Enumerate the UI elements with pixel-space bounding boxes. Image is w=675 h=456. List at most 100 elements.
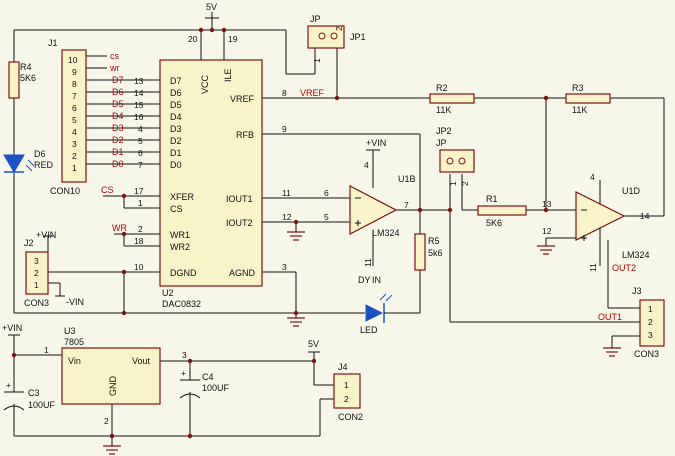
ic-u2-dac0832: U2 DAC0832 20 19 VCC ILE 13 14 15 16 4 5…: [101, 34, 292, 309]
j3-value: CON3: [634, 349, 659, 359]
u2-pin-2: 2: [138, 224, 143, 234]
net-d2: D2: [112, 135, 124, 145]
j1-pin-2: 2: [72, 151, 77, 161]
r3-ref: R3: [572, 83, 584, 93]
vin-u1b-label: +VIN: [366, 138, 386, 148]
net-wr: WR: [112, 223, 127, 233]
j2-ref: J2: [24, 238, 34, 248]
net-d5: D5: [112, 99, 124, 109]
u1d-value: LM324: [622, 250, 650, 260]
net-d0: D0: [112, 159, 124, 169]
u2-name-agnd: AGND: [229, 268, 256, 278]
u2-value: DAC0832: [162, 299, 201, 309]
jp2-pin-2: 2: [460, 181, 470, 186]
c4-value: 100UF: [202, 383, 230, 393]
u2-pin-1: 1: [138, 198, 143, 208]
net-wr-lower: wr: [109, 63, 120, 73]
jp1-pin-1: 1: [312, 58, 322, 63]
r5-ref: R5: [428, 236, 440, 246]
j4-pin-1: 1: [344, 380, 349, 390]
ground-symbols: [103, 231, 621, 455]
u2-name-iout2: IOUT2: [226, 218, 253, 228]
u2-pin-6: 6: [138, 148, 143, 158]
net-vref: VREF: [300, 88, 325, 98]
jp2-pin-1: 1: [448, 181, 458, 186]
jumper-jp1: JP JP1 1 2: [307, 14, 366, 63]
power-labels: 5V +VIN +VIN -VIN +VIN 5V: [2, 2, 386, 353]
j2-pin-1: 1: [34, 280, 39, 290]
vcc-5v-mid-symbol: 5V: [308, 339, 320, 353]
j1-pin-8: 8: [72, 79, 77, 89]
vcc-5v-mid-label: 5V: [308, 339, 319, 349]
u2-name-vref: VREF: [230, 94, 255, 104]
r5-value: 5k6: [428, 248, 443, 258]
u1b-pin-11: 11: [363, 258, 373, 267]
u1b-pin-6: 6: [324, 188, 329, 198]
net-d6: D6: [112, 87, 124, 97]
ground-u3: [103, 445, 121, 455]
u1d-ref: U1D: [622, 186, 641, 196]
u3-pin-2: 2: [104, 416, 109, 426]
jp2-ref: JP2: [436, 126, 452, 136]
u2-pin-5: 5: [138, 136, 143, 146]
u2-name-d6: D6: [170, 88, 182, 98]
led-value: LED: [360, 325, 378, 335]
j1-pin-4: 4: [72, 127, 77, 137]
r2-value: 11K: [436, 105, 451, 115]
u3-value: 7805: [64, 337, 84, 347]
u2-name-d1: D1: [170, 148, 182, 158]
ground-agnd: [287, 317, 305, 327]
connector-j1: J1 CON10 10 9 8 7 6 5 4 3 2 1 cs wr D7 D…: [48, 38, 124, 196]
j4-ref: J4: [338, 362, 348, 372]
u2-name-wr2: WR2: [170, 242, 190, 252]
u1b-value: LM324: [372, 228, 400, 238]
j1-pin-6: 6: [72, 103, 77, 113]
net-out2: OUT2: [612, 263, 636, 273]
ground-u1d: [537, 245, 555, 255]
r2-ref: R2: [436, 83, 448, 93]
u2-name-d7: D7: [170, 76, 182, 86]
c4-ref: C4: [202, 372, 214, 382]
r4-ref: R4: [20, 62, 32, 72]
u2-ref: U2: [162, 288, 174, 298]
jp1-pin-2: 2: [334, 26, 344, 31]
connector-j4: J4 CON2 1 2: [333, 362, 363, 422]
u3-pin-1: 1: [44, 345, 49, 355]
u2-pin-13: 13: [134, 76, 144, 86]
u2-pin-3: 3: [282, 262, 287, 272]
opamp-u1b: U1B LM324 4 11 6 5 7: [324, 160, 416, 267]
net-cs: CS: [101, 185, 114, 195]
j1-pin-7: 7: [72, 91, 77, 101]
net-out1: OUT1: [598, 312, 622, 322]
u1d-pin-11: 11: [588, 263, 598, 272]
opamp-u1d: U1D LM324 4 11 13 12 14: [542, 172, 650, 272]
resistor-r5: R5 5k6: [414, 233, 443, 271]
d6-value: RED: [34, 160, 54, 170]
j3-pin-2: 2: [648, 317, 653, 327]
u2-name-d5: D5: [170, 100, 182, 110]
j3-pin-1: 1: [648, 304, 653, 314]
u2-pin-16: 16: [134, 112, 144, 122]
led-pin-in: IN: [372, 275, 381, 285]
j4-value: CON2: [338, 412, 363, 422]
connector-j2: J2 CON3 3 2 1: [24, 238, 49, 308]
diode-d6: D6 RED: [3, 149, 54, 173]
j2-pin-2: 2: [34, 268, 39, 278]
u1b-pin-4: 4: [364, 160, 369, 170]
u2-pin-7: 7: [138, 160, 143, 170]
jumper-jp2: JP2 JP 1 2: [436, 126, 475, 186]
u1b-pin-5: 5: [324, 212, 329, 222]
net-d4: D4: [112, 111, 124, 121]
j2-value: CON3: [24, 298, 49, 308]
u2-pin-17: 17: [134, 186, 144, 196]
u2-pin-15: 15: [134, 100, 144, 110]
u3-vin: Vin: [68, 356, 81, 366]
capacitor-c4: + C4 100UF: [179, 368, 230, 399]
j1-ref: J1: [48, 38, 58, 48]
vin-u3-label: +VIN: [2, 323, 22, 333]
resistor-r1: R1 5K6: [477, 194, 527, 228]
u2-pin-ile: ILE: [223, 68, 233, 82]
j1-value: CON10: [50, 186, 80, 196]
junctions: [11, 27, 549, 439]
c3-value: 100UF: [28, 400, 56, 410]
